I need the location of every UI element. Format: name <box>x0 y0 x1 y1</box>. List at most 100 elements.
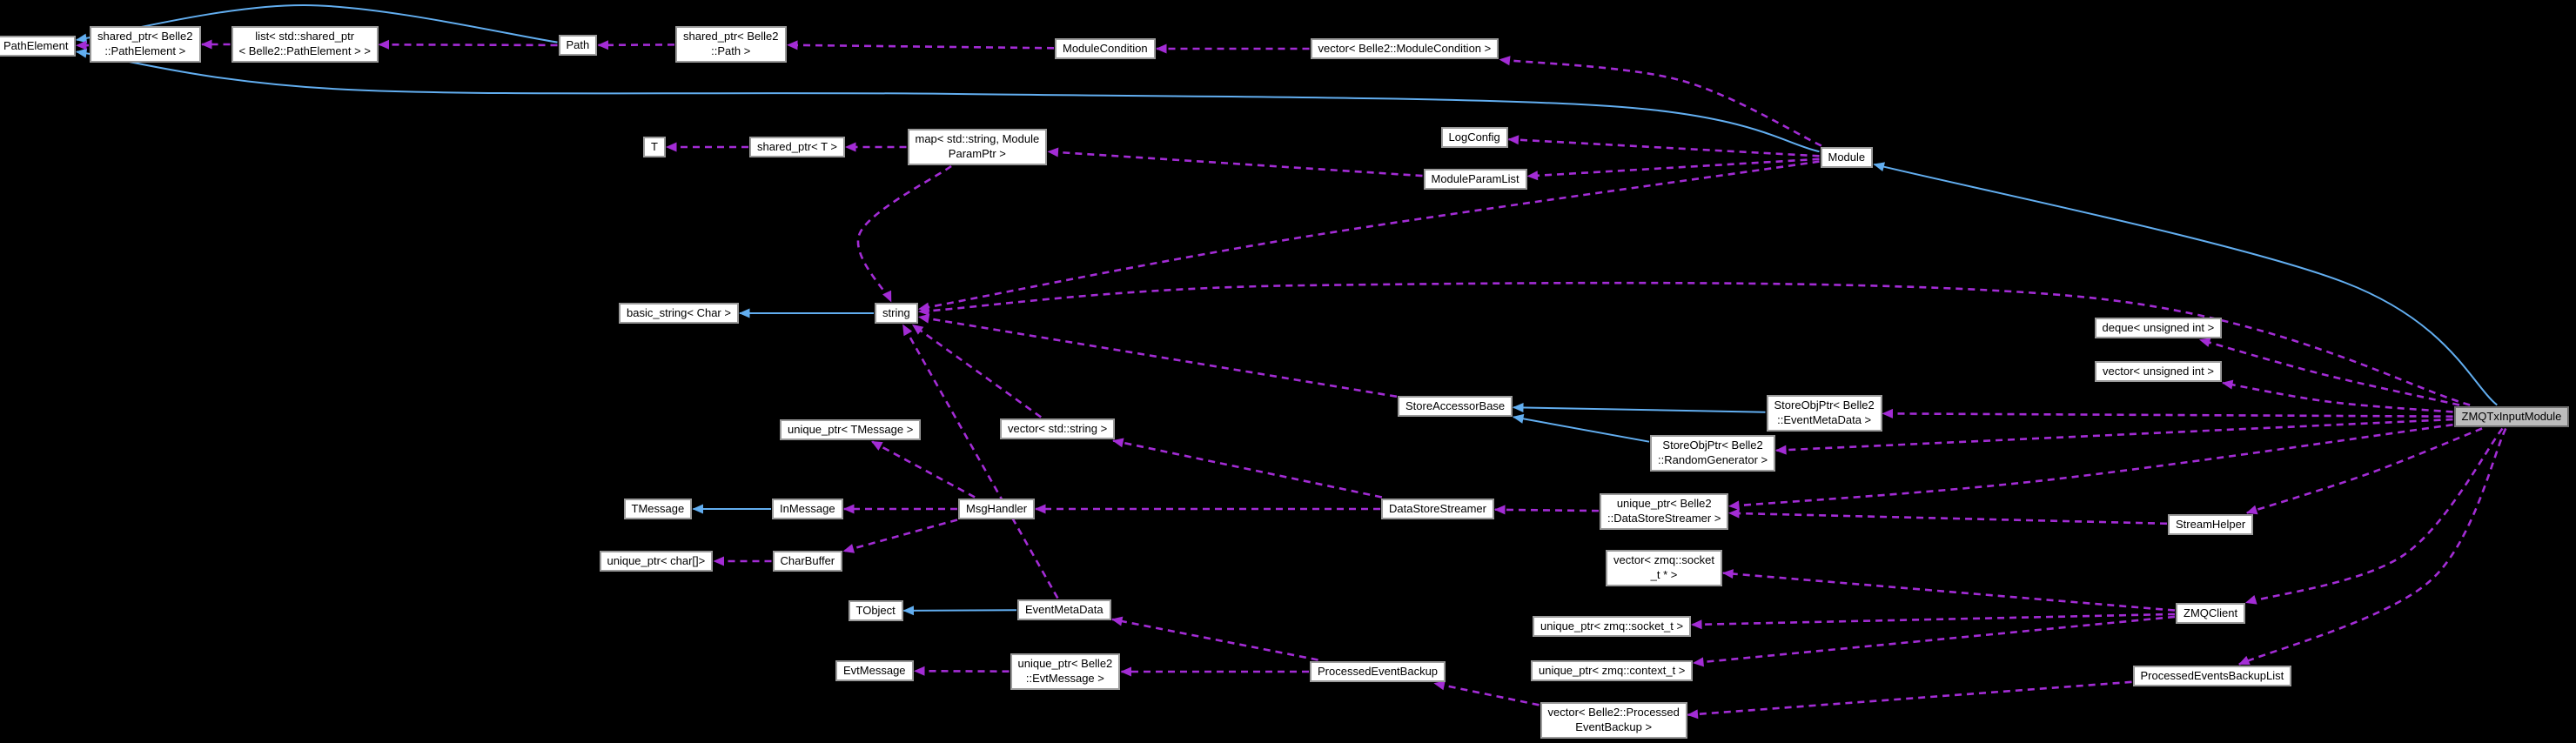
class-node-moduleparamlist[interactable]: ModuleParamList <box>1423 168 1527 191</box>
class-node-label: < Belle2::PathElement > > <box>238 44 371 57</box>
class-node-label: Module <box>1828 150 1866 164</box>
class-node-storeaccessorbase[interactable]: StoreAccessorBase <box>1398 395 1513 418</box>
class-node-sop_emd[interactable]: StoreObjPtr< Belle2::EventMetaData > <box>1766 395 1882 432</box>
class-node-label: ProcessedEventBackup <box>1318 664 1439 678</box>
edge-module-string <box>918 160 1820 312</box>
class-node-label: unique_ptr< Belle2 <box>1017 657 1113 670</box>
class-node-modulecondition[interactable]: ModuleCondition <box>1055 37 1156 60</box>
edge-module-pathelement <box>76 48 1820 153</box>
class-node-label: ::PathElement > <box>104 44 186 57</box>
class-node-sop_rg[interactable]: StoreObjPtr< Belle2::RandomGenerator > <box>1650 435 1776 472</box>
edge-zmqtxinput-sop_rg <box>1775 418 2453 455</box>
class-node-label: map< std::string, Module <box>915 132 1040 145</box>
class-node-label: LogConfig <box>1448 130 1500 144</box>
class-node-label: StoreAccessorBase <box>1405 398 1506 412</box>
class-node-sp_path[interactable]: shared_ptr< Belle2::Path > <box>675 26 787 63</box>
class-node-tobject[interactable]: TObject <box>848 599 903 622</box>
class-node-label: ::EvtMessage > <box>1025 671 1104 685</box>
class-node-list_pathelement[interactable]: list< std::shared_ptr< Belle2::PathEleme… <box>231 26 379 63</box>
class-node-vec_string[interactable]: vector< std::string > <box>1000 418 1116 440</box>
class-node-tmessage[interactable]: TMessage <box>623 498 693 520</box>
edge-pebl-vec_peb <box>1687 680 2132 720</box>
class-node-path[interactable]: Path <box>558 34 598 57</box>
class-node-unique_dss[interactable]: unique_ptr< Belle2::DataStoreStreamer > <box>1600 493 1729 530</box>
class-node-label: unique_ptr< zmq::socket_t > <box>1540 619 1684 633</box>
class-node-module[interactable]: Module <box>1820 146 1874 169</box>
edge-zmqclient-unique_context <box>1693 615 2176 667</box>
class-node-deque_uint[interactable]: deque< unsigned int > <box>2094 317 2223 339</box>
class-node-datastorestreamer[interactable]: DataStoreStreamer <box>1381 498 1494 520</box>
class-node-inmessage[interactable]: InMessage <box>772 498 843 520</box>
class-node-unique_char[interactable]: unique_ptr< char[]> <box>599 550 714 572</box>
class-node-unique_socket[interactable]: unique_ptr< zmq::socket_t > <box>1533 615 1692 638</box>
class-node-label: EventMetaData <box>1025 602 1104 616</box>
class-node-unique_tmessage[interactable]: unique_ptr< TMessage > <box>780 418 922 441</box>
class-node-label: shared_ptr< T > <box>757 139 838 153</box>
class-node-label: ProcessedEventsBackupList <box>2140 668 2284 682</box>
class-node-label: ZMQTxInputModule <box>2461 409 2562 423</box>
edge-streamhelper-unique_dss <box>1728 508 2168 525</box>
class-node-string[interactable]: string <box>875 302 918 325</box>
class-node-sp_t[interactable]: shared_ptr< T > <box>749 136 846 158</box>
class-node-unique_context[interactable]: unique_ptr< zmq::context_t > <box>1531 659 1694 682</box>
class-node-charbuffer[interactable]: CharBuffer <box>772 550 843 572</box>
edge-moduleparamlist-map_param <box>1047 147 1423 177</box>
class-node-pathelement[interactable]: PathElement <box>0 35 77 57</box>
edge-vec_string-string <box>911 324 1042 418</box>
class-node-label: PathElement <box>3 38 69 52</box>
class-node-unique_evtmsg[interactable]: unique_ptr< Belle2::EvtMessage > <box>1010 653 1121 690</box>
edge-path-list_pathelement <box>378 39 558 50</box>
class-node-label: unique_ptr< Belle2 <box>1616 497 1712 510</box>
class-node-label: basic_string< Char > <box>627 305 731 319</box>
class-node-label: unique_ptr< zmq::context_t > <box>1539 663 1686 677</box>
edge-eventmetadata-tobject <box>902 606 1017 616</box>
class-node-pebl[interactable]: ProcessedEventsBackupList <box>2132 665 2292 687</box>
class-node-vec_socket[interactable]: vector< zmq::socket_t * > <box>1606 550 1722 586</box>
class-node-label: StoreObjPtr< Belle2 <box>1774 398 1875 412</box>
edge-msghandler-charbuffer <box>842 519 958 553</box>
edge-module-vec_modulecondition <box>1499 56 1822 147</box>
class-node-zmqtxinput[interactable]: ZMQTxInputModule <box>2453 405 2570 428</box>
class-node-logconfig[interactable]: LogConfig <box>1440 126 1508 149</box>
edge-zmqtxinput-streamhelper <box>2245 427 2483 515</box>
edge-zmqtxinput-zmqclient <box>2245 427 2504 605</box>
edge-peb-eventmetadata <box>1111 616 1318 661</box>
edge-zmqclient-vec_socket <box>1722 569 2176 612</box>
class-node-label: deque< unsigned int > <box>2102 320 2215 334</box>
class-node-label: ::DataStoreStreamer > <box>1607 511 1721 525</box>
edge-module-logconfig <box>1507 135 1820 157</box>
edge-storeaccessorbase-string <box>918 313 1398 398</box>
class-node-peb[interactable]: ProcessedEventBackup <box>1310 660 1446 683</box>
edge-datastorestreamer-vec_string <box>1112 438 1383 499</box>
class-node-t[interactable]: T <box>643 136 666 158</box>
class-node-label: InMessage <box>780 501 835 515</box>
edge-zmqtxinput-sop_emd <box>1882 408 2453 418</box>
edge-modulecondition-sp_path <box>787 40 1055 50</box>
class-node-label: TObject <box>855 603 896 617</box>
class-node-msghandler[interactable]: MsgHandler <box>958 498 1036 520</box>
class-node-label: ZMQClient <box>2184 606 2238 619</box>
class-node-label: MsgHandler <box>966 501 1028 515</box>
class-node-label: string <box>882 305 910 319</box>
class-node-streamhelper[interactable]: StreamHelper <box>2168 513 2254 536</box>
class-node-vec_uint[interactable]: vector< unsigned int > <box>2095 360 2222 383</box>
class-node-sp_pathelement[interactable]: shared_ptr< Belle2::PathElement > <box>90 26 201 63</box>
class-node-evtmessage[interactable]: EvtMessage <box>835 659 914 682</box>
class-node-vec_modulecondition[interactable]: vector< Belle2::ModuleCondition > <box>1310 37 1499 60</box>
edge-vec_peb-peb <box>1433 680 1540 706</box>
class-node-label: CharBuffer <box>780 553 835 567</box>
class-node-label: StoreObjPtr< Belle2 <box>1662 438 1763 452</box>
class-node-label: ::RandomGenerator > <box>1658 452 1768 466</box>
class-node-basic_string[interactable]: basic_string< Char > <box>619 302 739 325</box>
class-node-label: shared_ptr< Belle2 <box>683 30 779 43</box>
class-node-label: vector< unsigned int > <box>2103 364 2214 378</box>
class-node-label: list< std::shared_ptr <box>255 30 355 43</box>
edge-msghandler-unique_tmessage <box>871 440 976 499</box>
class-node-label: ModuleParamList <box>1431 171 1519 185</box>
class-node-eventmetadata[interactable]: EventMetaData <box>1017 599 1111 621</box>
class-node-label: TMessage <box>631 501 685 515</box>
class-node-zmqclient[interactable]: ZMQClient <box>2176 602 2246 625</box>
